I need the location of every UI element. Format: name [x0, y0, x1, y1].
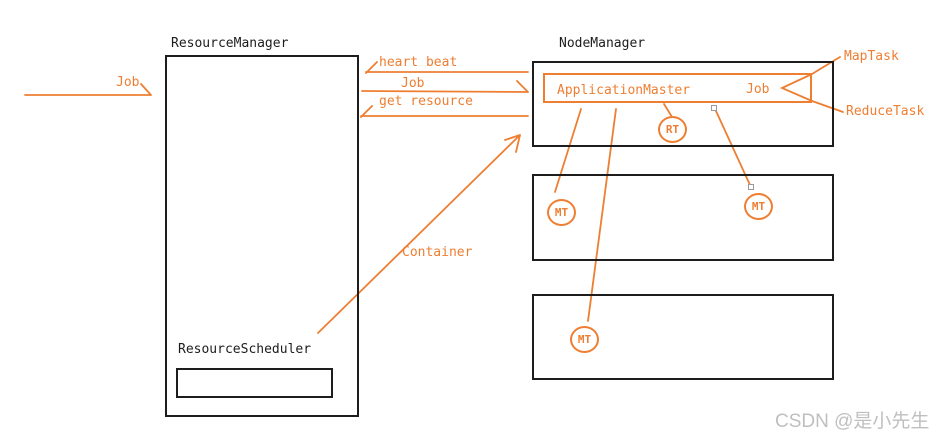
client-job-label: Job: [116, 75, 140, 90]
application-master-box: [543, 73, 812, 103]
node-manager-title: NodeManager: [559, 36, 646, 51]
resource-manager-title: ResourceManager: [171, 36, 289, 51]
appmaster-to-mt3-line: [587, 108, 617, 322]
node-manager-box-2: [532, 174, 834, 261]
resource-scheduler-label: ResourceScheduler: [178, 342, 312, 357]
appmaster-to-mt1-line: [554, 108, 582, 193]
reduce-task-badge: RT: [658, 116, 687, 143]
job-submit-label: Job: [401, 76, 425, 91]
get-resource-label: get resource: [379, 94, 473, 109]
resource-scheduler-box: [176, 368, 333, 398]
job-in-appmaster-label: Job: [746, 82, 770, 97]
client-job-arrow: [24, 83, 152, 96]
endpoint-handle: [748, 184, 754, 190]
container-arrow: [317, 134, 521, 334]
triangle-to-maptask-line: [811, 56, 841, 75]
triangle-to-reducetask-line: [811, 100, 844, 113]
map-task-badge: MT: [570, 326, 599, 353]
application-master-label: ApplicationMaster: [557, 83, 691, 98]
map-task-badge: MT: [744, 193, 773, 220]
job-output-triangle: [779, 73, 813, 102]
resource-manager-box: [165, 55, 359, 417]
map-task-badge: MT: [547, 199, 576, 226]
heart-beat-label: heart beat: [379, 55, 458, 70]
container-label: Container: [402, 245, 473, 260]
node-manager-box-3: [532, 294, 834, 380]
endpoint-handle: [711, 105, 717, 111]
appmaster-to-rt-line: [663, 103, 673, 118]
heart-beat-arrow: [365, 61, 529, 74]
node-manager-box-1: [532, 61, 834, 147]
map-task-label: MapTask: [844, 49, 899, 64]
job-submit-arrow: [361, 80, 529, 93]
csdn-watermark: CSDN @是小先生: [775, 411, 930, 432]
reduce-task-label: ReduceTask: [846, 104, 925, 119]
get-resource-arrow: [360, 105, 529, 118]
appmaster-to-mt2-line: [715, 110, 751, 186]
